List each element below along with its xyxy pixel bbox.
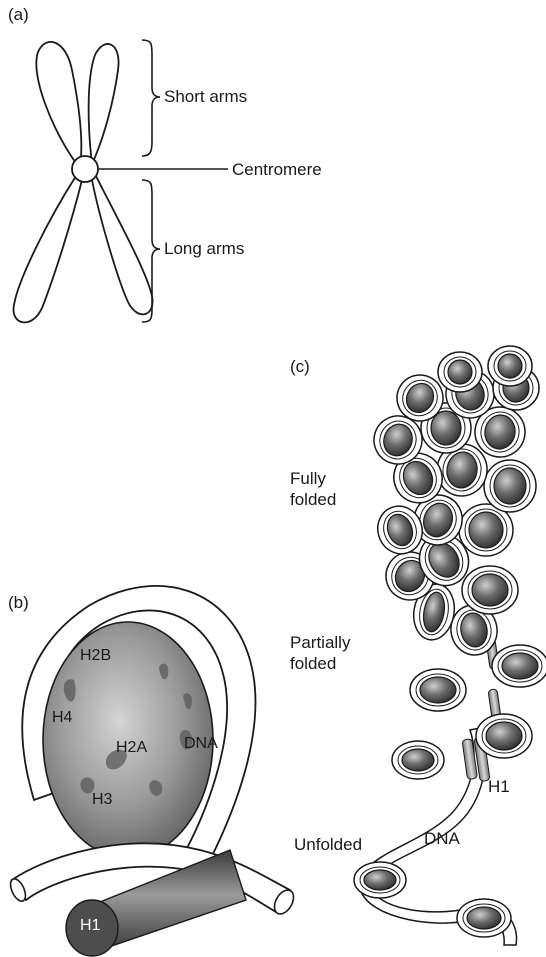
nucleosome-partial-2-bead [486,722,522,750]
histone-h2b-label: H2B [80,648,111,664]
panel-c-tag: (c) [290,358,310,375]
nucleosome-folded-1-bead [472,574,508,606]
histone-h3-label: H3 [92,792,112,808]
panel-b-tag: (b) [8,594,29,611]
short-arms-label: Short arms [164,88,247,105]
nucleosome-partial-3-bead [420,677,456,703]
histone-h2a-label: H2A [116,740,147,756]
nucleosome-unfolded-1-bead [364,870,396,890]
histone-h4-label: H4 [52,710,72,726]
nucleosome-partial-1-bead [402,749,434,771]
dna-label-b: DNA [184,736,218,752]
short-arm-right [89,44,119,164]
h1-label-c: H1 [488,778,510,795]
centromere-label: Centromere [232,161,322,178]
panel-a-braces [98,40,228,322]
long-arms-label: Long arms [164,240,244,257]
dna-label-c: DNA [424,830,460,847]
nucleosome-folded-11-bead [431,411,461,445]
nucleosome-folded-4-bead [469,512,503,548]
nucleosome-folded-7-bead [494,468,526,504]
panel-b-nucleosome [7,586,297,956]
short-arm-left [36,42,81,166]
long-arm-right [92,176,153,314]
panel-a-tag: (a) [8,6,29,23]
long-arm-left [14,176,82,322]
short-arms-brace [142,40,160,156]
partially-folded-label: Partially folded [290,632,350,675]
panel-c-chromatin-fiber [354,346,546,945]
nucleosome-folded-17-bead [498,354,522,378]
nucleosome-partial-4-bead [502,653,538,679]
panel-a-chromosome [14,42,153,323]
nucleosome-folded-16-bead [448,360,472,384]
nucleosome-unfolded-2-bead [467,907,501,929]
unfolded-label: Unfolded [294,836,362,853]
histone-h1-label: H1 [80,918,100,934]
fully-folded-label: Fully folded [290,468,336,511]
centromere-dot [72,156,98,182]
